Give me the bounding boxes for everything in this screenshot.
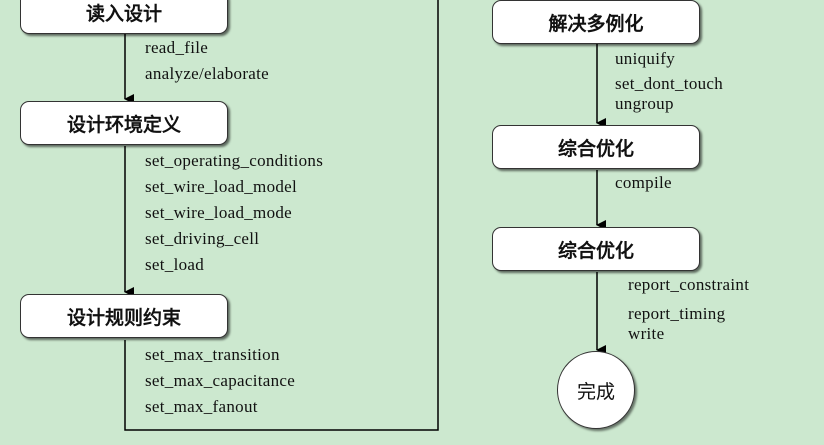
connector-rules-to-uniquify bbox=[124, 0, 439, 431]
command: set_max_fanout bbox=[145, 397, 258, 416]
command: report_timing bbox=[628, 304, 726, 323]
command: analyze/elaborate bbox=[145, 64, 270, 83]
command: set_max_transition bbox=[145, 345, 280, 364]
step-label: 综合优化 bbox=[557, 239, 634, 262]
step-label: 设计环境定义 bbox=[66, 113, 181, 136]
command: ungroup bbox=[615, 94, 674, 113]
step-label: 综合优化 bbox=[557, 137, 634, 160]
command: uniquify bbox=[615, 49, 676, 68]
commands-uniquify: uniquify set_dont_touch ungroup bbox=[615, 46, 723, 116]
step-label: 解决多例化 bbox=[548, 12, 644, 35]
step-synthesis-optimize: 综合优化 bbox=[492, 125, 700, 169]
step-synthesis-report: 综合优化 bbox=[492, 227, 700, 271]
command: write bbox=[628, 324, 665, 343]
step-read-design: 读入设计 bbox=[20, 0, 228, 34]
step-design-rules: 设计规则约束 bbox=[20, 294, 228, 338]
commands-synthesis-optimize: compile bbox=[615, 170, 672, 196]
step-label: 设计规则约束 bbox=[66, 306, 181, 329]
step-label: 读入设计 bbox=[85, 2, 162, 25]
commands-synthesis-report: report_constraint report_timing write bbox=[628, 272, 749, 347]
end-node-label: 完成 bbox=[576, 380, 615, 403]
command: compile bbox=[615, 173, 672, 192]
command: set_wire_load_mode bbox=[145, 203, 293, 222]
command: set_wire_load_model bbox=[145, 177, 298, 196]
command: set_dont_touch bbox=[615, 74, 724, 93]
commands-read-design: read_file analyze/elaborate bbox=[145, 35, 269, 87]
step-uniquify: 解决多例化 bbox=[492, 0, 700, 44]
end-node: 完成 bbox=[557, 351, 635, 429]
command: set_operating_conditions bbox=[145, 151, 324, 170]
command: set_driving_cell bbox=[145, 229, 260, 248]
command: set_max_capacitance bbox=[145, 371, 296, 390]
command: report_constraint bbox=[628, 275, 750, 294]
command: set_load bbox=[145, 255, 205, 274]
step-env-definition: 设计环境定义 bbox=[20, 101, 228, 145]
commands-design-rules: set_max_transition set_max_capacitance s… bbox=[145, 342, 295, 420]
command: read_file bbox=[145, 38, 209, 57]
commands-env-definition: set_operating_conditions set_wire_load_m… bbox=[145, 148, 323, 278]
